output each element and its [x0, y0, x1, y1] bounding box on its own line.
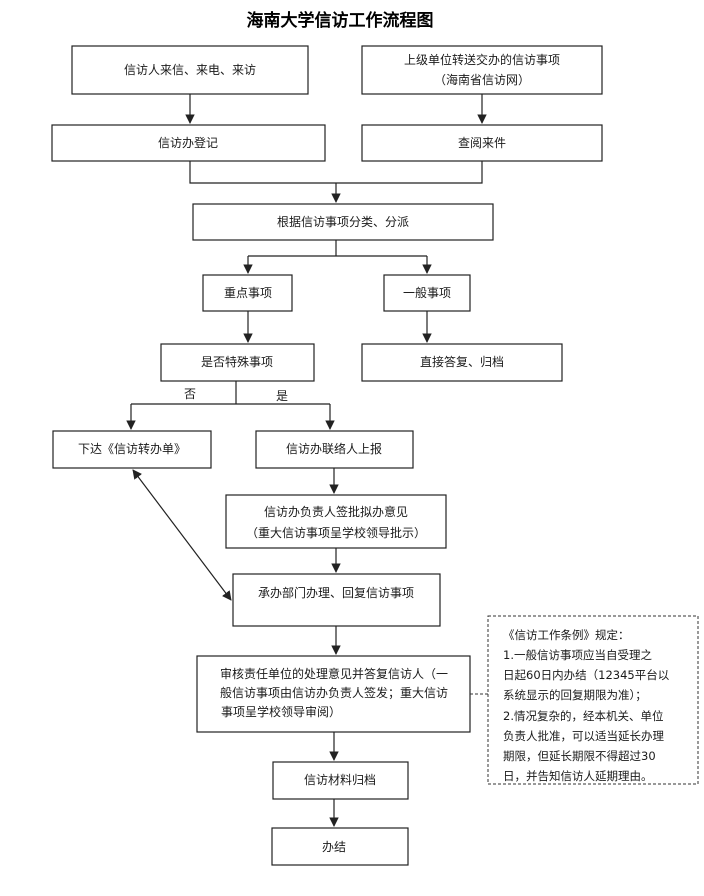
node-general	[383, 274, 471, 312]
note-line-2: 1.一般信访事项应当自受理之	[503, 648, 652, 662]
node-liaison-label: 信访办联络人上报	[286, 441, 382, 456]
merge-connector	[189, 161, 483, 184]
node-close-label: 办结	[322, 839, 346, 854]
note-line-4: 系统显示的回复期限为准）；	[503, 688, 647, 702]
node-audit	[196, 655, 471, 733]
node-archive-label: 信访材料归档	[304, 773, 376, 787]
node-audit-label-3: 事项呈学校领导审阅）	[221, 704, 341, 719]
node-audit-label-2: 般信访事项由信访办负责人签发；重大信访	[220, 685, 448, 700]
chart-title: 海南大学信访工作流程图	[247, 10, 434, 31]
node-superior-label-1: 上级单位转送交办的信访事项	[404, 52, 560, 67]
node-approval-label-1: 信访办负责人签批拟办意见	[264, 504, 408, 519]
node-register	[51, 124, 326, 162]
node-liaison	[255, 430, 414, 469]
node-close	[271, 827, 409, 866]
node-audit-label-1: 审核责任单位的处理意见并答复信访人（一	[220, 666, 448, 681]
node-direct-reply-label: 直接答复、归档	[420, 354, 504, 369]
node-superior	[361, 45, 603, 95]
node-special-label: 是否特殊事项	[201, 354, 273, 369]
node-archive	[272, 761, 409, 800]
node-special	[160, 343, 315, 382]
node-approval	[225, 494, 447, 549]
node-review-incoming	[361, 124, 603, 162]
regulation-note-text: 《信访工作条例》规定： 1.一般信访事项应当自受理之 日起60日内办结（1234…	[503, 628, 670, 783]
note-line-6: 负责人批准，可以适当延长办理	[503, 729, 664, 743]
node-visit-label: 信访人来信、来电、来访	[124, 63, 256, 77]
node-approval-label-2: （重大信访事项呈学校领导批示）	[246, 525, 426, 540]
node-register-label: 信访办登记	[158, 135, 218, 150]
node-handle-label: 承办部门办理、回复信访事项	[258, 585, 414, 600]
note-line-7: 期限，但延长期限不得超过30	[503, 749, 656, 763]
node-key	[202, 274, 293, 312]
node-review-incoming-label: 查阅来件	[458, 136, 506, 150]
note-line-1: 《信访工作条例》规定：	[503, 628, 630, 642]
node-key-label: 重点事项	[224, 286, 272, 300]
node-visit	[71, 45, 309, 95]
note-line-3: 日起60日内办结（12345平台以	[503, 668, 670, 682]
regulation-note	[487, 615, 699, 785]
node-transfer-label: 下达《信访转办单》	[78, 441, 186, 456]
node-superior-label-2: （海南省信访网）	[434, 72, 530, 87]
node-handle	[232, 573, 441, 627]
note-line-5: 2.情况复杂的，经本机关、单位	[503, 709, 663, 723]
node-transfer	[52, 430, 212, 469]
branch-no-label: 否	[184, 387, 196, 401]
note-line-8: 日，并告知信访人延期理由。	[503, 769, 653, 783]
node-classify	[192, 203, 494, 241]
node-classify-label: 根据信访事项分类、分派	[277, 215, 409, 229]
node-general-label: 一般事项	[403, 285, 451, 300]
branch-yes-label: 是	[276, 389, 288, 403]
arrow-transfer-handle	[132, 469, 232, 601]
node-direct-reply	[361, 343, 563, 382]
